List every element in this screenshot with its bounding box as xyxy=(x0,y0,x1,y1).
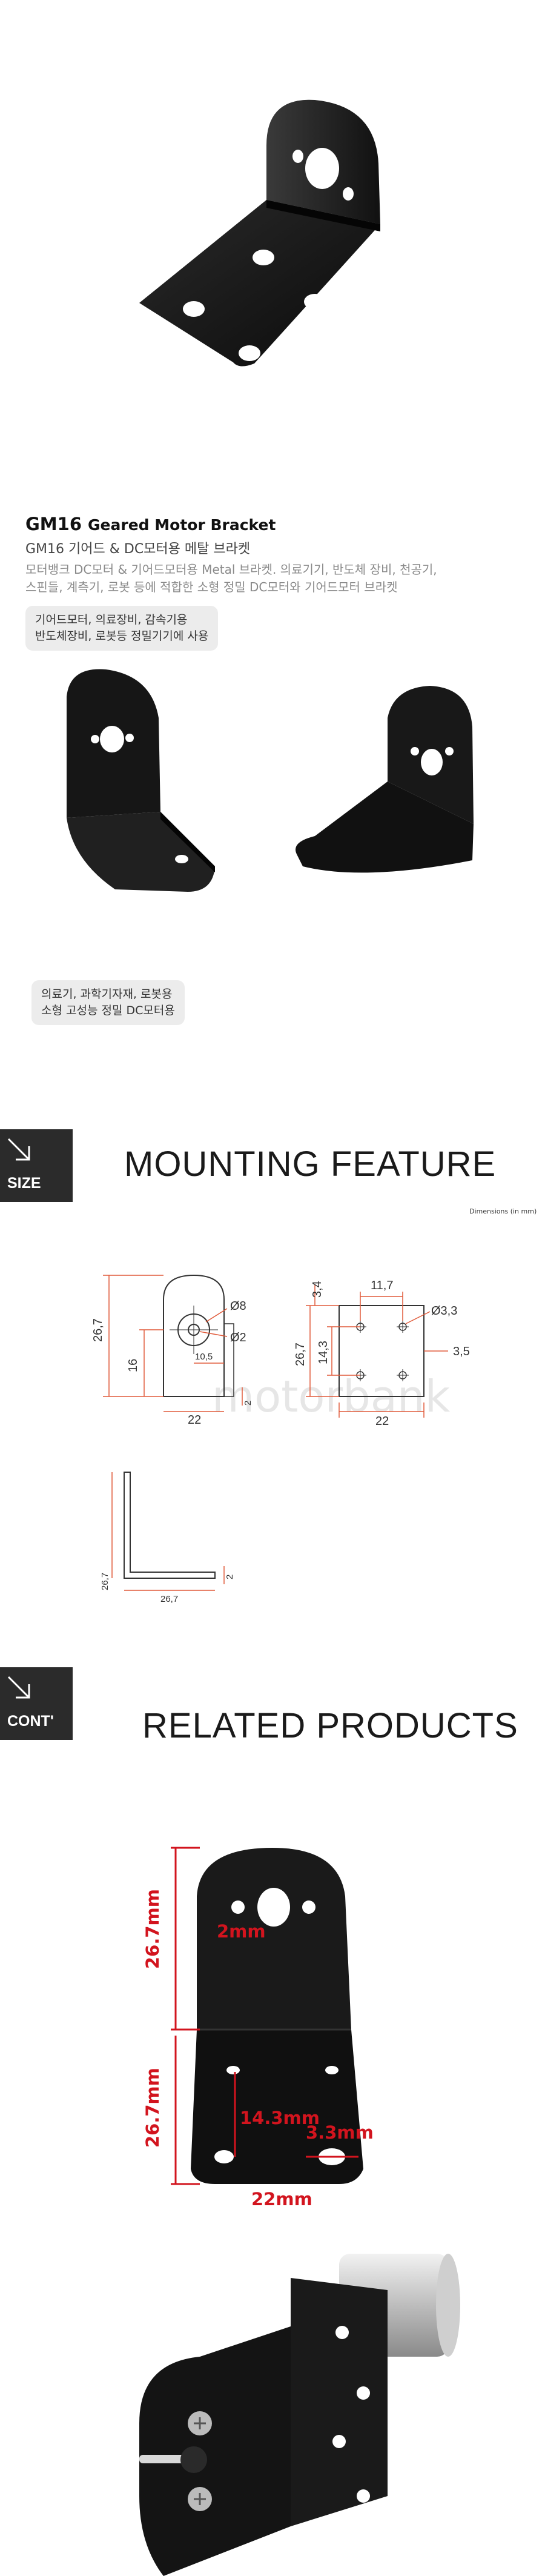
photo-dim-hole-diameter: 3.3mm xyxy=(306,2122,374,2143)
dimension-drawing: motorbank 26,7 16 Ø8 Ø2 10,5 22 2 xyxy=(91,1274,470,1604)
description-line: 스핀들, 계측기, 로봇 등에 적합한 소형 정밀 DC모터와 기어드모터 브라… xyxy=(25,580,398,594)
dim-side-height: 26,7 xyxy=(100,1573,110,1590)
red-dim-lines xyxy=(171,1847,358,2185)
dim-edge: 3,5 xyxy=(453,1345,470,1358)
front-dim-lines xyxy=(103,1275,243,1412)
cont-section-title: RELATED PRODUCTS xyxy=(142,1706,518,1745)
tag-line: 반도체장비, 로봇등 정밀기기에 사용 xyxy=(35,629,209,643)
photo-dim-top-height: 26.7mm xyxy=(142,1889,163,1969)
dim-hole-spacing-y: 14,3 xyxy=(317,1341,330,1364)
size-icon-label: SIZE xyxy=(7,1175,41,1192)
tag-line: 의료기, 과학기자재, 로봇용 xyxy=(41,988,173,1001)
side-view xyxy=(124,1472,216,1579)
bracket-views-image xyxy=(67,669,474,892)
arrow-down-right-icon xyxy=(7,1138,30,1161)
product-title: GM16 Geared Motor Bracket xyxy=(25,514,522,534)
dim-thickness: 2 xyxy=(243,1401,253,1406)
arrow-down-right-icon xyxy=(7,1676,30,1699)
front-view xyxy=(163,1274,234,1397)
size-section-title: MOUNTING FEATURE xyxy=(124,1144,497,1184)
dim-hole-spacing-x: 11,7 xyxy=(371,1279,393,1292)
product-model: GM16 xyxy=(25,514,82,534)
dim-offset-top: 3,4 xyxy=(311,1281,324,1298)
dim-phi33: Ø3,3 xyxy=(431,1304,457,1318)
dimensions-note: Dimensions (in mm) xyxy=(469,1207,537,1215)
product-name-ko: GM16 기어드 & DC모터용 메탈 브라켓 xyxy=(25,542,251,557)
cont-section-icon: CONT' xyxy=(0,1667,73,1740)
side-dim-lines xyxy=(111,1472,225,1591)
tag-line: 소형 고성능 정밀 DC모터용 xyxy=(41,1004,175,1017)
dim-offset: 10,5 xyxy=(195,1352,213,1362)
photo-dim-small-hole: 2mm xyxy=(217,1921,266,1942)
dim-side-width: 26,7 xyxy=(160,1594,178,1604)
dim-height: 26,7 xyxy=(91,1318,105,1342)
hero-bracket-image xyxy=(139,99,380,367)
dim-phi2: Ø2 xyxy=(230,1331,246,1344)
size-section-icon: SIZE xyxy=(0,1129,73,1202)
usage-tag-box: 의료기, 과학기자재, 로봇용 소형 고성능 정밀 DC모터용 xyxy=(31,980,185,1025)
dim-height-top: 26,7 xyxy=(294,1343,307,1366)
cont-icon-label: CONT' xyxy=(7,1713,54,1730)
product-name-en: Geared Motor Bracket xyxy=(88,516,276,534)
dim-width-top: 22 xyxy=(375,1415,389,1428)
tag-line: 기어드모터, 의료장비, 감속기용 xyxy=(35,613,188,626)
top-dim-lines xyxy=(306,1284,448,1418)
product-title-block: GM16 Geared Motor Bracket GM16 기어드 & DC모터… xyxy=(25,514,522,596)
photo-dim-hole-spacing: 14.3mm xyxy=(240,2108,320,2128)
dim-width: 22 xyxy=(188,1413,201,1427)
photo-dim-bottom-height: 26.7mm xyxy=(142,2068,163,2148)
motor-bracket-photo xyxy=(139,2254,460,2576)
product-description: 모터뱅크 DC모터 & 기어드모터용 Metal 브라켓. 의료기기, 반도체 … xyxy=(25,561,522,596)
description-line: 모터뱅크 DC모터 & 기어드모터용 Metal 브라켓. 의료기기, 반도체 … xyxy=(25,562,437,577)
dim-hole-height: 16 xyxy=(127,1359,140,1372)
dim-phi8: Ø8 xyxy=(230,1300,246,1313)
application-tag-box: 기어드모터, 의료장비, 감속기용 반도체장비, 로봇등 정밀기기에 사용 xyxy=(25,606,219,651)
bracket-dimension-photo: 26.7mm 26.7mm 2mm 14.3mm 3.3mm 22mm xyxy=(142,1847,374,2205)
photo-dim-width: 22mm xyxy=(251,2189,312,2205)
dim-side-thickness: 2 xyxy=(225,1575,235,1579)
